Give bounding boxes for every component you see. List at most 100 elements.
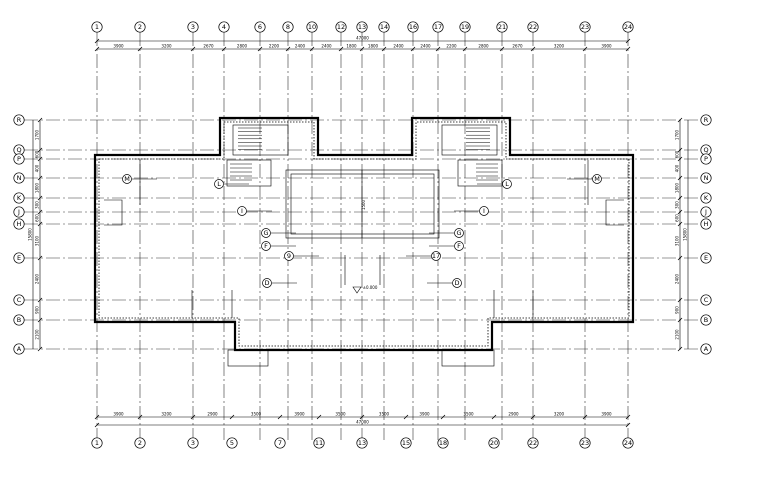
axis-bubble-left-N-label: N — [17, 174, 22, 182]
axis-bubble-right-H-label: H — [704, 220, 709, 228]
axis-bubble-bottom-1: 1 — [91, 437, 103, 449]
axis-bubble-bottom-15: 15 — [400, 437, 412, 449]
axis-bubble-right-Q-label: Q — [703, 146, 708, 154]
bottom-dim-text: 3500 — [251, 412, 262, 417]
top-dim-text: 2800 — [237, 44, 248, 49]
axis-bubble-top-23: 23 — [579, 21, 591, 33]
axis-bubble-bottom-13-label: 13 — [358, 439, 366, 447]
left-dim-text: 400 — [35, 164, 40, 172]
axis-bubble-left-B: B — [13, 314, 25, 326]
axis-bubble-top-17-label: 17 — [434, 23, 442, 31]
axis-bubble-bottom-2-label: 2 — [138, 439, 142, 447]
interior-tag-label: 9 — [287, 252, 291, 260]
building-outline — [93, 116, 635, 352]
bottom-dim-text: 3900 — [294, 412, 305, 417]
top-dim-text: 2670 — [203, 44, 214, 49]
axis-bubble-top-19: 19 — [459, 21, 471, 33]
top-dim-text: 1800 — [368, 44, 379, 49]
right-dim-text: 3100 — [675, 235, 680, 246]
axis-bubble-top-21: 21 — [496, 21, 508, 33]
axis-bubble-left-R: R — [13, 114, 25, 126]
axis-bubble-left-B-label: B — [17, 316, 21, 324]
axis-bubble-bottom-24-label: 24 — [624, 439, 632, 447]
interior-tag: I — [454, 206, 489, 216]
interior-tag: F — [261, 241, 296, 251]
axis-bubble-top-10: 10 — [306, 21, 318, 33]
interior-tag: 17 — [406, 251, 441, 261]
bottom-dim-text: 3900 — [601, 412, 612, 417]
top-dim-text: 2200 — [446, 44, 457, 49]
interior-tag-label: L — [505, 180, 509, 188]
axis-bubble-top-8: 8 — [282, 21, 294, 33]
axis-bubble-right-A-label: A — [704, 345, 709, 353]
right-dim-text: 600 — [675, 214, 680, 222]
right-dim-text: 900 — [675, 306, 680, 314]
axis-bubble-left-Q-label: Q — [16, 146, 21, 154]
axis-bubble-top-10-label: 10 — [308, 23, 316, 31]
bottom-dim-text: 3900 — [113, 412, 124, 417]
axis-bubble-top-4-label: 4 — [222, 23, 226, 31]
axis-bubble-left-E-label: E — [17, 254, 21, 262]
interior-partitions — [104, 160, 624, 367]
axis-bubble-bottom-18-label: 18 — [439, 439, 447, 447]
interior-tag: L — [214, 179, 249, 189]
top-dim-text: 3900 — [113, 44, 124, 49]
axis-bubble-bottom-11: 11 — [313, 437, 325, 449]
axis-bubble-left-C: C — [13, 294, 25, 306]
interior-tag: F — [429, 241, 464, 251]
right-dim-text: 2400 — [675, 273, 680, 284]
top-dim-text: 2670 — [512, 44, 523, 49]
axis-bubble-top-21-label: 21 — [498, 23, 506, 31]
left-dim-text: 300 — [35, 201, 40, 209]
axis-bubble-bottom-13: 13 — [356, 437, 368, 449]
axis-bubble-top-14: 14 — [378, 21, 390, 33]
bottom-dim-text: 3900 — [419, 412, 430, 417]
top-total-text: 47000 — [356, 36, 369, 41]
interior-tag: L — [477, 179, 512, 189]
axis-bubble-left-A: A — [13, 343, 25, 355]
interior-tag-label: M — [124, 175, 130, 183]
axis-bubble-bottom-5: 5 — [226, 437, 238, 449]
interior-tag-label: I — [241, 207, 243, 215]
axis-bubble-right-K-label: K — [704, 194, 709, 202]
axis-bubble-top-16: 16 — [407, 21, 419, 33]
top-dim-text: 2400 — [420, 44, 431, 49]
axis-bubble-right-B-label: B — [704, 316, 708, 324]
axis-bubble-right-P-label: P — [704, 155, 708, 163]
stair-right — [441, 124, 503, 187]
left-dim-text: 600 — [35, 150, 40, 158]
interior-tag-label: L — [217, 180, 221, 188]
interior-tag: G — [429, 228, 464, 238]
axis-bubble-top-14-label: 14 — [380, 23, 388, 31]
interior-tag: G — [261, 228, 296, 238]
axis-bubble-right-N: N — [700, 172, 712, 184]
axis-bubble-left-E: E — [13, 252, 25, 264]
axis-bubble-bottom-22-label: 22 — [529, 439, 537, 447]
axis-bubble-right-A: A — [700, 343, 712, 355]
axis-bubble-top-1-label: 1 — [95, 23, 99, 31]
top-dim-text: 2400 — [321, 44, 332, 49]
bottom-dim-text: 3500 — [463, 412, 474, 417]
axis-bubble-top-24: 24 — [622, 21, 634, 33]
axis-bubble-top-8-label: 8 — [286, 23, 290, 31]
top-dim-text: 3200 — [161, 44, 172, 49]
axis-bubble-bottom-20-label: 20 — [490, 439, 498, 447]
axis-bubble-right-K: K — [700, 192, 712, 204]
axis-bubble-top-22-label: 22 — [529, 23, 537, 31]
left-dim-text: 2400 — [35, 273, 40, 284]
top-dim-text: 3200 — [554, 44, 565, 49]
interior-tag-label: 17 — [432, 252, 440, 260]
axis-bubble-left-R-label: R — [17, 116, 22, 124]
axis-bubble-bottom-24: 24 — [622, 437, 634, 449]
axis-bubble-left-K: K — [13, 192, 25, 204]
axis-bubble-top-23-label: 23 — [581, 23, 589, 31]
interior-tag-label: D — [454, 279, 459, 287]
left-dim-text: 1700 — [35, 129, 40, 140]
right-dim-text: 300 — [675, 201, 680, 209]
right-dim-text: 1700 — [675, 129, 680, 140]
axis-bubble-bottom-1-label: 1 — [95, 439, 99, 447]
axis-bubble-top-17: 17 — [432, 21, 444, 33]
top-dim-text: 2200 — [269, 44, 280, 49]
axis-bubble-left-C-label: C — [17, 296, 22, 304]
